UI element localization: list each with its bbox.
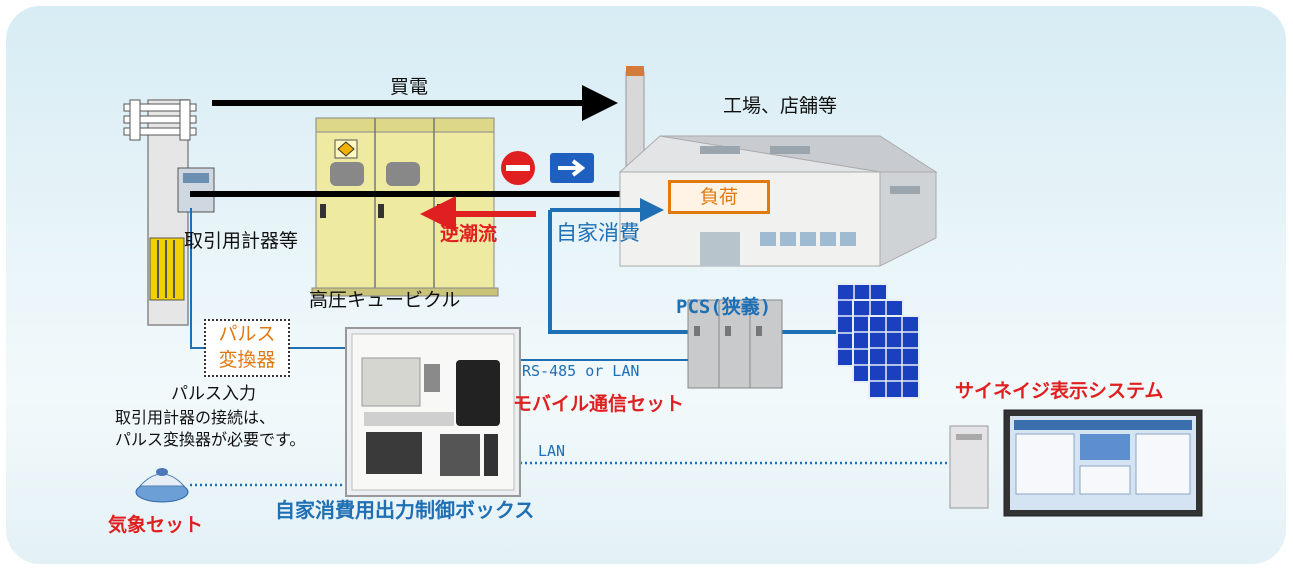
weather-sensor-icon — [135, 468, 189, 503]
cubicle-cabinet — [311, 117, 499, 297]
no-entry-icon — [501, 151, 535, 185]
lan-label: LAN — [538, 442, 566, 460]
pcs-cabinet — [687, 299, 783, 389]
note-line1: 取引用計器の接続は、 — [115, 408, 276, 427]
mobile-set-label: モバイル通信セット — [513, 393, 685, 415]
arrow-right-sign-icon — [550, 153, 594, 183]
control-box-label: 自家消費用出力制御ボックス — [275, 498, 535, 522]
pulse-converter-box: パルス 変換器 — [204, 319, 290, 377]
pulse-input-label: パルス入力 — [171, 384, 256, 404]
factory-label: 工場、店舗等 — [723, 95, 838, 117]
signage-display — [949, 409, 1203, 517]
purchase-label: 買電 — [390, 76, 429, 98]
meter-label: 取引用計器等 — [184, 230, 299, 252]
pcs-label: PCS(狭義) — [676, 296, 772, 318]
self-consumption-label: 自家消費 — [556, 221, 640, 245]
utility-pole — [123, 99, 215, 326]
note-line2: パルス変換器が必要です。 — [115, 430, 306, 449]
pulse-converter-line2: 変換器 — [218, 349, 276, 371]
reverse-flow-label: 逆潮流 — [440, 223, 498, 245]
solar-panel-array — [836, 283, 920, 399]
weather-set-label: 気象セット — [108, 514, 204, 536]
pulse-converter-line1: パルス — [218, 323, 276, 345]
cubicle-label: 高圧キュービクル — [309, 289, 461, 311]
pcs-link-line — [548, 210, 688, 334]
load-box: 負荷 — [668, 180, 770, 214]
control-box — [345, 327, 521, 497]
pulse-link-line — [190, 208, 204, 349]
rs485-label: RS-485 or LAN — [522, 362, 640, 380]
signage-label: サイネイジ表示システム — [955, 380, 1164, 402]
